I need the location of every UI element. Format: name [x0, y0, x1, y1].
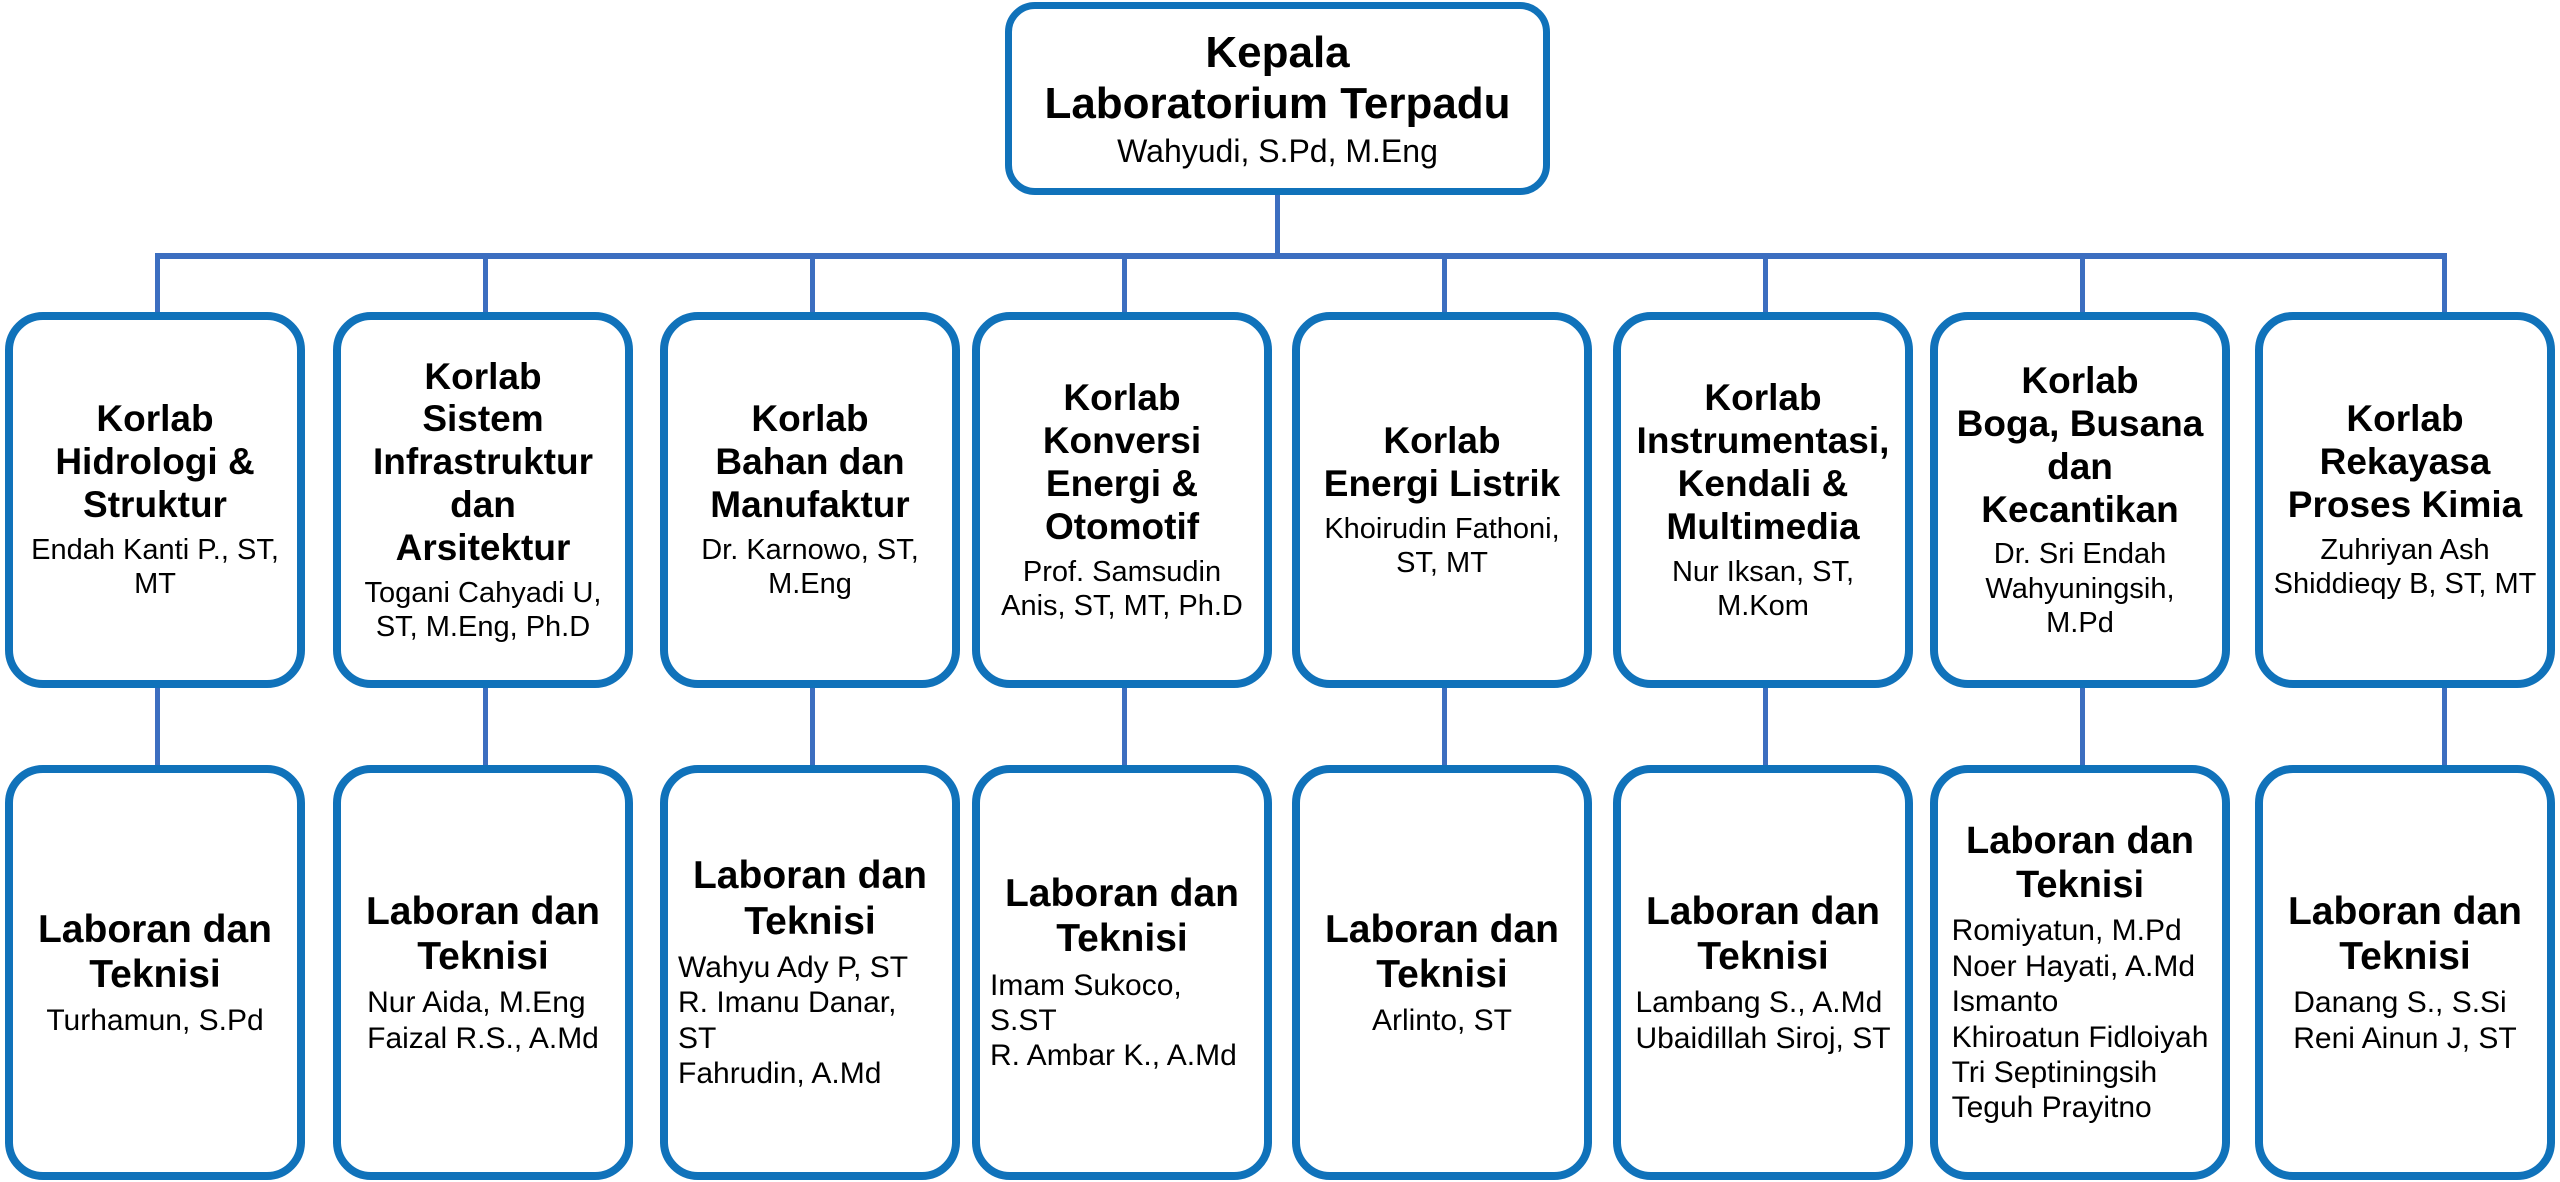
node-title: Laboran dan Teknisi	[1965, 820, 2195, 907]
node-title: Laboran dan Teknisi	[365, 889, 601, 979]
node-people: Zuhriyan Ash Shiddieqy B, ST, MT	[2273, 534, 2537, 601]
node-people: Nur Iksan, ST, M.Kom	[1671, 555, 1855, 622]
node-people: Imam Sukoco, S.ST R. Ambar K., A.Md	[990, 968, 1237, 1073]
node-title: Laboran dan Teknisi	[692, 854, 928, 943]
node-korlab-instrumentasi-kendali-multimedia[interactable]: Korlab Instrumentasi, Kendali & Multimed…	[1613, 312, 1913, 688]
connector-bus-to-korlab-7	[2080, 253, 2085, 315]
node-laboran-teknisi-7[interactable]: Laboran dan Teknisi Romiyatun, M.Pd Noer…	[1930, 765, 2230, 1180]
node-title: Korlab Sistem Infrastruktur dan Arsitekt…	[373, 355, 593, 569]
node-kepala-laboratorium-terpadu[interactable]: Kepala Laboratorium Terpadu Wahyudi, S.P…	[1005, 2, 1550, 195]
node-title: Korlab Konversi Energi & Otomotif	[1042, 376, 1202, 547]
node-korlab-rekayasa-proses-kimia[interactable]: Korlab Rekayasa Proses Kimia Zuhriyan As…	[2255, 312, 2555, 688]
node-laboran-teknisi-1[interactable]: Laboran dan Teknisi Turhamun, S.Pd	[5, 765, 305, 1180]
node-title: Korlab Hidrologi & Struktur	[55, 398, 255, 526]
node-laboran-teknisi-3[interactable]: Laboran dan Teknisi Wahyu Ady P, ST R. I…	[660, 765, 960, 1180]
node-people: Wahyu Ady P, ST R. Imanu Danar, ST Fahru…	[678, 950, 909, 1091]
node-laboran-teknisi-8[interactable]: Laboran dan Teknisi Danang S., S.Si Reni…	[2255, 765, 2555, 1180]
node-title: Korlab Boga, Busana dan Kecantikan	[1956, 359, 2204, 530]
node-laboran-teknisi-5[interactable]: Laboran dan Teknisi Arlinto, ST	[1292, 765, 1592, 1180]
node-korlab-sistem-infrastruktur-arsitektur[interactable]: Korlab Sistem Infrastruktur dan Arsitekt…	[333, 312, 633, 688]
connector-bus-to-korlab-6	[1763, 253, 1768, 315]
node-people: Endah Kanti P., ST, MT	[31, 534, 279, 601]
connector-root-to-bus	[1275, 190, 1280, 258]
node-laboran-teknisi-2[interactable]: Laboran dan Teknisi Nur Aida, M.Eng Faiz…	[333, 765, 633, 1180]
connector-korlab-2-to-laboran-2	[483, 680, 488, 772]
node-korlab-boga-busana-kecantikan[interactable]: Korlab Boga, Busana dan Kecantikan Dr. S…	[1930, 312, 2230, 688]
node-title: Laboran dan Teknisi	[1645, 889, 1881, 979]
connector-bus-to-korlab-4	[1122, 253, 1127, 315]
node-korlab-bahan-manufaktur[interactable]: Korlab Bahan dan Manufaktur Dr. Karnowo,…	[660, 312, 960, 688]
node-people: Dr. Sri Endah Wahyuningsih, M.Pd	[1985, 538, 2175, 639]
connector-korlab-5-to-laboran-5	[1442, 680, 1447, 772]
node-title: Kepala Laboratorium Terpadu	[1044, 27, 1511, 128]
node-laboran-teknisi-4[interactable]: Laboran dan Teknisi Imam Sukoco, S.ST R.…	[972, 765, 1272, 1180]
connector-korlab-8-to-laboran-8	[2442, 680, 2447, 772]
connector-korlab-7-to-laboran-7	[2080, 680, 2085, 772]
node-korlab-hidrologi-struktur[interactable]: Korlab Hidrologi & Struktur Endah Kanti …	[5, 312, 305, 688]
connector-bus-to-korlab-3	[810, 253, 815, 315]
connector-korlab-1-to-laboran-1	[155, 680, 160, 772]
node-people: Prof. Samsudin Anis, ST, MT, Ph.D	[1001, 555, 1243, 622]
node-people: Nur Aida, M.Eng Faizal R.S., A.Md	[367, 986, 599, 1055]
connector-bus-to-korlab-8	[2442, 253, 2447, 315]
node-people: Arlinto, ST	[1371, 1004, 1513, 1038]
connector-horizontal-bus	[155, 253, 2447, 259]
node-title: Korlab Bahan dan Manufaktur	[710, 398, 910, 526]
node-people: Turhamun, S.Pd	[46, 1004, 264, 1038]
node-title: Laboran dan Teknisi	[37, 907, 273, 996]
connector-bus-to-korlab-1	[155, 253, 160, 315]
node-people: Khoirudin Fathoni, ST, MT	[1324, 512, 1560, 579]
node-title: Korlab Rekayasa Proses Kimia	[2287, 398, 2523, 526]
node-title: Laboran dan Teknisi	[1324, 907, 1560, 996]
node-title: Korlab Instrumentasi, Kendali & Multimed…	[1636, 376, 1890, 547]
node-korlab-energi-listrik[interactable]: Korlab Energi Listrik Khoirudin Fathoni,…	[1292, 312, 1592, 688]
connector-korlab-3-to-laboran-3	[810, 680, 815, 772]
node-people: Dr. Karnowo, ST, M.Eng	[701, 534, 919, 601]
node-title: Laboran dan Teknisi	[1004, 872, 1240, 961]
node-title: Laboran dan Teknisi	[2287, 889, 2523, 979]
node-laboran-teknisi-6[interactable]: Laboran dan Teknisi Lambang S., A.Md Uba…	[1613, 765, 1913, 1180]
node-korlab-konversi-energi-otomotif[interactable]: Korlab Konversi Energi & Otomotif Prof. …	[972, 312, 1272, 688]
connector-korlab-4-to-laboran-4	[1122, 680, 1127, 772]
node-people: Romiyatun, M.Pd Noer Hayati, A.Md Ismant…	[1951, 914, 2209, 1125]
connector-bus-to-korlab-2	[483, 253, 488, 315]
node-title: Korlab Energi Listrik	[1323, 419, 1561, 504]
node-people: Togani Cahyadi U, ST, M.Eng, Ph.D	[364, 577, 602, 644]
node-people: Wahyudi, S.Pd, M.Eng	[1117, 132, 1438, 169]
connector-bus-to-korlab-5	[1442, 253, 1447, 315]
node-people: Lambang S., A.Md Ubaidillah Siroj, ST	[1635, 986, 1891, 1055]
node-people: Danang S., S.Si Reni Ainun J, ST	[2293, 986, 2517, 1055]
connector-korlab-6-to-laboran-6	[1763, 680, 1768, 772]
